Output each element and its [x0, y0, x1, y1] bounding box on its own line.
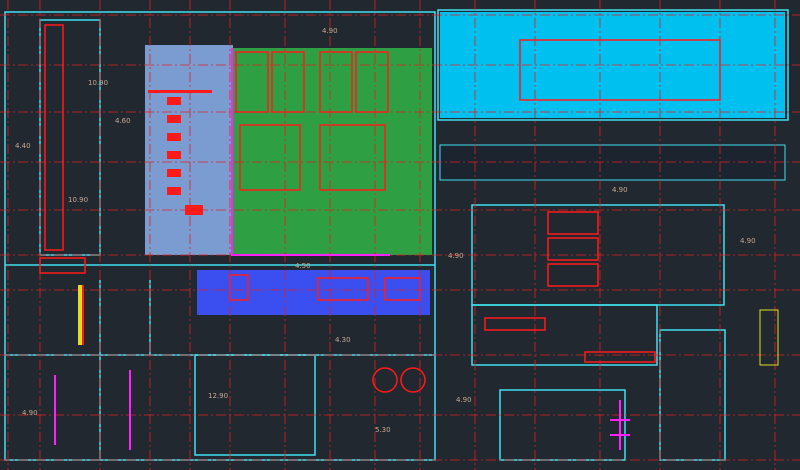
elevation-label: 4.60 [115, 117, 131, 125]
columns-bar [78, 285, 82, 345]
elevation-label: 10.90 [88, 79, 108, 87]
elevation-label: 4.90 [448, 252, 464, 260]
elevation-label: 4.90 [612, 186, 628, 194]
stair [759, 309, 779, 366]
pipes [54, 48, 630, 450]
pool-fill [197, 270, 430, 315]
elevation-label: 4.90 [740, 237, 756, 245]
elevation-label: 4.40 [15, 142, 31, 150]
elevation-label: 4.30 [335, 336, 351, 344]
elevation-label: 4.90 [22, 409, 38, 417]
elevation-label: 4.90 [456, 396, 472, 404]
elevation-label: 10.90 [68, 196, 88, 204]
tank-room-fill [232, 48, 432, 255]
pump-room-fill [145, 45, 233, 255]
elevation-label: 12.90 [208, 392, 228, 400]
equipment [39, 24, 721, 393]
elevation-label: 4.90 [322, 27, 338, 35]
elevation-label: 5.30 [375, 426, 391, 434]
elevation-label: 4.50 [295, 262, 311, 270]
corridor-strip [439, 144, 786, 181]
